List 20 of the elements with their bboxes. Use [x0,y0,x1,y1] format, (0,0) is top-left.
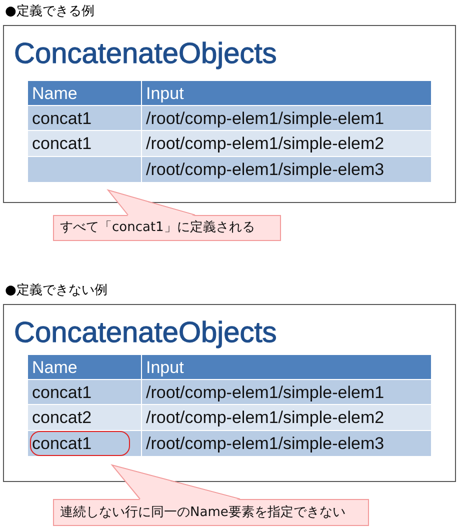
table-cell: /root/comp-elem1/simple-elem3 [142,157,431,182]
section-heading: ●定義できない例 [5,283,108,299]
table-cell: concat1 [28,106,141,130]
table-cell: /root/comp-elem1/simple-elem2 [142,131,431,156]
callout-box: 連続しない行に同一のName要素を指定できない [53,499,369,526]
panel-title: ConcatenateObjects [14,38,277,70]
header-cell: Name [28,81,141,105]
table-cell: concat1 [28,380,141,404]
panel-title: ConcatenateObjects [14,317,277,349]
table-cell: /root/comp-elem1/simple-elem3 [142,431,431,456]
highlight-ring: concat1 [30,431,130,456]
table-cell: concat2 [28,405,141,430]
header-cell: Input [142,355,431,379]
table-cell: concat1 [28,131,141,156]
header-cell: Input [142,81,431,105]
table-cell: /root/comp-elem1/simple-elem1 [142,380,431,404]
header-cell: Name [28,355,141,379]
table-cell: /root/comp-elem1/simple-elem2 [142,405,431,430]
section-heading: ●定義できる例 [5,4,94,20]
table-cell: /root/comp-elem1/simple-elem1 [142,106,431,130]
